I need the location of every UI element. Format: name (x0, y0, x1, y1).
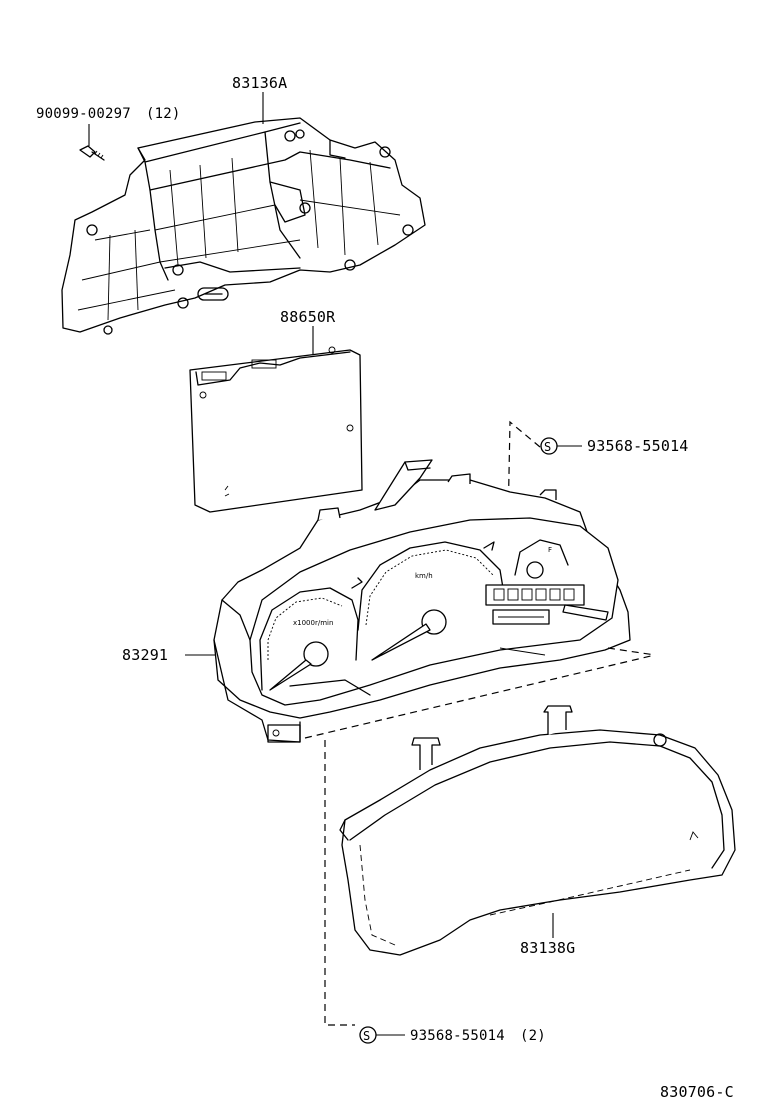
tacho-unit-label: x1000r/min (293, 619, 333, 627)
part-label-83291: 83291 (122, 646, 168, 664)
part-label-93568-55014-top: 93568-55014 (587, 437, 689, 455)
part-label-83136A: 83136A (232, 74, 287, 92)
part-label-93568-55014-bottom: 93568-55014 (410, 1028, 505, 1044)
part-label-83138G: 83138G (520, 939, 575, 957)
circuit-board (189, 346, 363, 513)
meter-bracket (61, 117, 426, 335)
svg-text:S: S (363, 1029, 370, 1043)
combination-meter: x1000r/min km/h F (213, 459, 631, 743)
part-qty-93568-55014-bottom: (2) (520, 1028, 546, 1044)
s-mark-bottom: S (359, 1026, 377, 1044)
svg-text:S: S (544, 440, 551, 454)
speedo-unit-label: km/h (415, 572, 433, 580)
figure-code: 830706-C (660, 1083, 734, 1101)
meter-glass-cover (339, 705, 736, 956)
s-mark-top: S (540, 437, 558, 455)
part-qty-90099-00297: (12) (146, 106, 181, 122)
part-label-88650R: 88650R (280, 308, 336, 326)
screw-icon (79, 124, 105, 161)
fuel-f-label: F (548, 546, 552, 554)
part-label-90099-00297: 90099-00297 (36, 106, 131, 122)
